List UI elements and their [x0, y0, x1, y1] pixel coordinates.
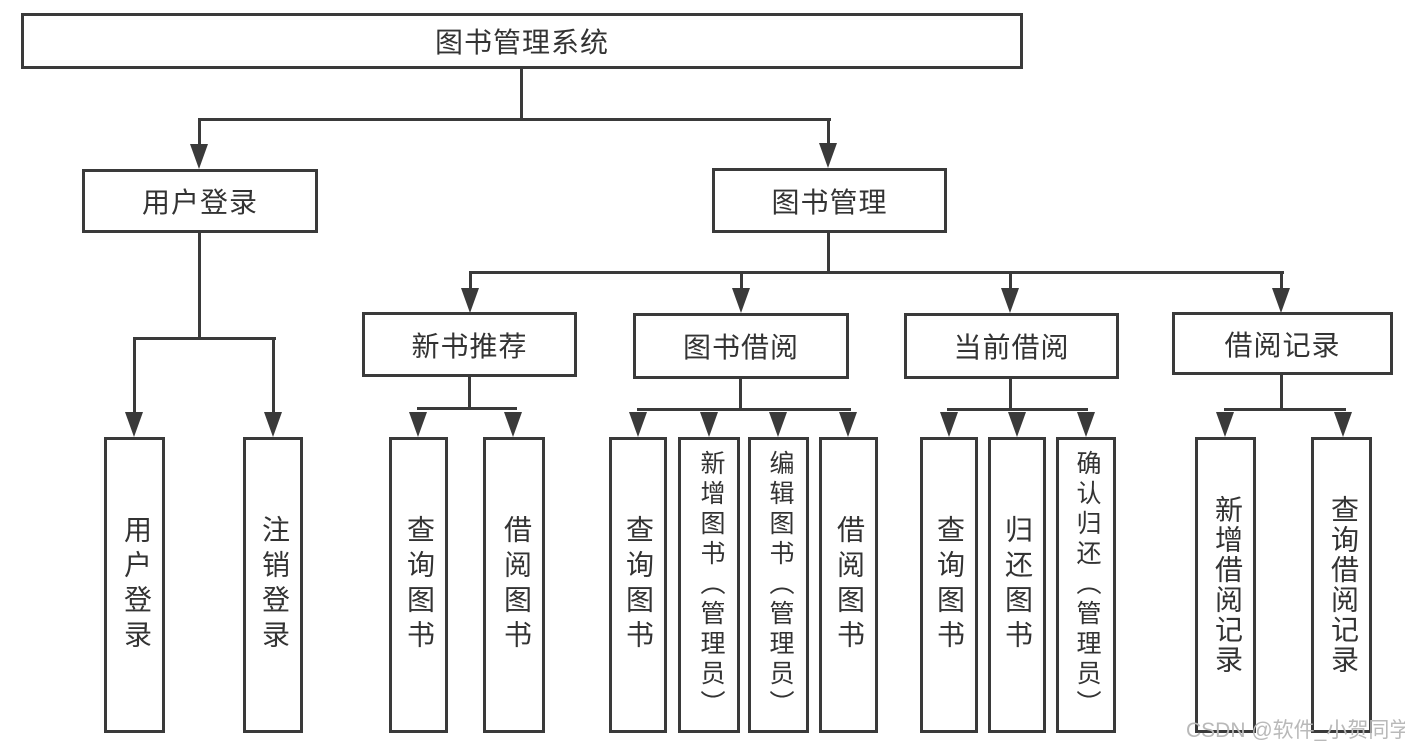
leaf-logout: 注销登录	[243, 437, 303, 733]
node-new-book-recommendation: 新书推荐	[362, 312, 577, 377]
connector-line	[740, 274, 743, 290]
connector-line	[133, 340, 136, 414]
leaf-borrow-book: 借阅图书	[819, 437, 878, 733]
arrowhead-down-icon	[1272, 288, 1290, 313]
connector-line	[1009, 379, 1012, 410]
leaf-return-book: 归还图书	[988, 437, 1046, 733]
leaf-add-book-admin: 新增图书（管理员）	[678, 437, 740, 733]
connector-line	[1009, 274, 1012, 290]
csdn-watermark: CSDN @软件_小贺同学	[1186, 719, 1405, 742]
leaf-query-book-recommend: 查询图书	[389, 437, 448, 733]
arrowhead-down-icon	[1001, 288, 1019, 313]
node-current-borrowing: 当前借阅	[904, 313, 1119, 379]
connector-line	[827, 121, 830, 146]
arrowhead-down-icon	[819, 143, 837, 168]
leaf-query-book-borrowing: 查询图书	[609, 437, 667, 733]
connector-line	[1224, 408, 1346, 411]
leaf-user-login: 用户登录	[104, 437, 165, 733]
connector-line	[827, 233, 830, 274]
leaf-borrow-book-recommend: 借阅图书	[483, 437, 545, 733]
connector-line	[947, 408, 1088, 411]
node-book-borrowing: 图书借阅	[633, 313, 849, 379]
arrowhead-down-icon	[264, 412, 282, 437]
arrowhead-down-icon	[629, 412, 647, 437]
arrowhead-down-icon	[190, 144, 208, 169]
node-borrowing-records: 借阅记录	[1172, 312, 1393, 375]
connector-line	[739, 379, 742, 410]
arrowhead-down-icon	[125, 412, 143, 437]
connector-line	[1280, 375, 1283, 410]
arrowhead-down-icon	[461, 288, 479, 313]
connector-line	[637, 408, 851, 411]
leaf-edit-book-admin: 编辑图书（管理员）	[748, 437, 809, 733]
leaf-query-book-current: 查询图书	[920, 437, 978, 733]
connector-line	[417, 407, 517, 410]
connector-line	[198, 118, 831, 121]
arrowhead-down-icon	[1077, 412, 1095, 437]
node-library-management-system: 图书管理系统	[21, 13, 1023, 69]
connector-line	[1280, 274, 1283, 290]
node-book-management: 图书管理	[712, 168, 947, 233]
connector-line	[133, 337, 276, 340]
arrowhead-down-icon	[504, 412, 522, 437]
connector-line	[198, 233, 201, 340]
arrowhead-down-icon	[1334, 412, 1352, 437]
arrowhead-down-icon	[700, 412, 718, 437]
leaf-add-borrow-record: 新增借阅记录	[1195, 437, 1256, 733]
arrowhead-down-icon	[1216, 412, 1234, 437]
connector-line	[272, 340, 275, 414]
connector-line	[198, 121, 201, 147]
connector-line	[469, 271, 1284, 274]
arrowhead-down-icon	[839, 412, 857, 437]
leaf-query-borrow-record: 查询借阅记录	[1311, 437, 1372, 733]
arrowhead-down-icon	[409, 412, 427, 437]
connector-line	[469, 274, 472, 290]
arrowhead-down-icon	[732, 288, 750, 313]
node-user-login: 用户登录	[82, 169, 318, 233]
connector-line	[520, 69, 523, 118]
arrowhead-down-icon	[769, 412, 787, 437]
leaf-confirm-return-admin: 确认归还（管理员）	[1056, 437, 1116, 733]
arrowhead-down-icon	[940, 412, 958, 437]
arrowhead-down-icon	[1008, 412, 1026, 437]
connector-line	[468, 377, 471, 410]
